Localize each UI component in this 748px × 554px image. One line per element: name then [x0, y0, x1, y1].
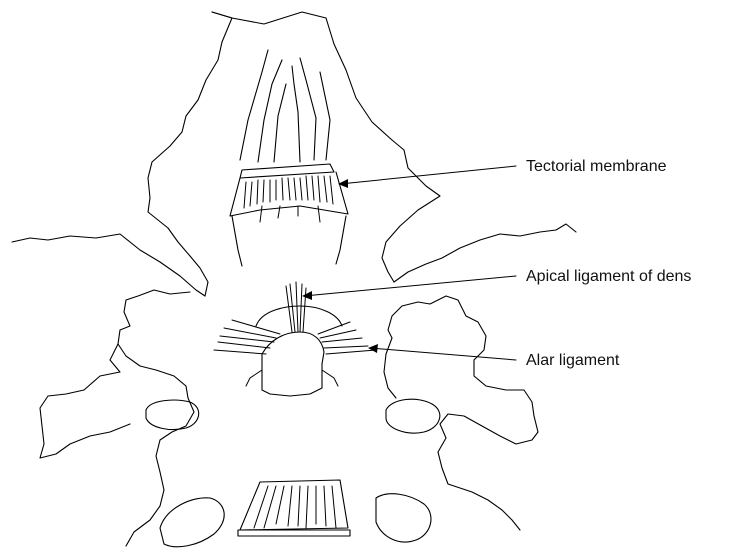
atlas-left-inner	[40, 344, 130, 458]
atlas-right-lateral-mass	[388, 296, 538, 530]
dorsum-fiber-3	[274, 84, 286, 162]
lower-right-oval	[376, 494, 431, 542]
tectorial-membrane-leader	[338, 166, 516, 188]
lower-left-oval	[160, 498, 224, 547]
skull-outline-left	[148, 12, 232, 296]
dorsum-fiber-1	[240, 50, 268, 160]
skull-outline-right	[326, 18, 440, 282]
skull-outline-top	[212, 12, 326, 24]
dens-dome	[256, 306, 342, 326]
label-tectorial-membrane: Tectorial membrane	[526, 158, 667, 176]
apical-ligament-leader	[302, 276, 516, 300]
alar-ligament-left	[214, 320, 280, 354]
tectorial-membrane-striations	[244, 176, 333, 222]
dens-neck-right	[322, 370, 338, 386]
dens-neck-left	[246, 370, 262, 386]
lower-ligament-base	[238, 530, 350, 536]
label-alar-ligament: Alar ligament	[526, 352, 619, 370]
atlas-left-lateral-mass	[118, 290, 194, 546]
dorsum-fiber-5	[300, 58, 316, 160]
label-apical-ligament: Apical ligament of dens	[526, 268, 691, 286]
right-foramen	[386, 399, 440, 433]
tectorial-membrane-band	[240, 164, 334, 178]
occipital-left-extension	[12, 234, 205, 296]
alar-ligament-right	[318, 322, 376, 354]
lower-ligament-striations	[254, 486, 336, 528]
alar-ligament-leader	[368, 344, 516, 360]
dorsum-fiber-6	[320, 72, 330, 160]
atlas-right-inner	[384, 338, 396, 398]
dorsum-fiber-4	[292, 66, 300, 162]
lateral-line-left	[232, 216, 242, 266]
lateral-line-right	[336, 216, 346, 264]
